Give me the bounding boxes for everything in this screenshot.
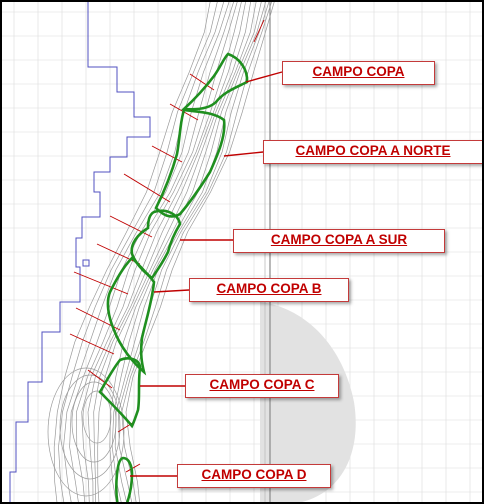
callout-leader: [245, 71, 283, 83]
field-boundary-copa-c: [98, 357, 142, 429]
contour-line: [125, 2, 275, 502]
label-campo-copa-b: CAMPO COPA B: [189, 278, 349, 302]
contour-loop: [59, 374, 121, 480]
section-tick: [253, 19, 265, 43]
contour-line: [81, 2, 238, 502]
contour-loop: [47, 367, 125, 497]
field-boundary-copa: [180, 52, 249, 111]
callout-leader: [153, 289, 190, 293]
section-tick: [87, 369, 113, 389]
field-boundary-copa-a-norte: [154, 108, 226, 218]
section-tick: [73, 271, 129, 295]
label-campo-copa: CAMPO COPA: [282, 61, 435, 85]
contour-line: [114, 2, 266, 502]
field-boundary-copa-b: [106, 256, 156, 376]
survey-boundary-line: [9, 2, 151, 502]
section-tick: [69, 333, 115, 355]
section-tick: [189, 73, 215, 91]
field-boundary-copa-d: [115, 456, 134, 502]
section-tick: [125, 463, 141, 473]
section-tick: [151, 145, 183, 163]
label-campo-copa-a-sur: CAMPO COPA A SUR: [233, 229, 445, 253]
watermark-shape: [260, 302, 356, 502]
contour-loop: [71, 381, 117, 463]
contour-loop: [82, 390, 112, 444]
field-boundaries: [98, 52, 249, 502]
contour-lines: [47, 2, 275, 502]
callout-lines: [130, 71, 283, 477]
contour-line: [53, 2, 211, 502]
section-tick: [123, 173, 171, 203]
label-campo-copa-a-norte: CAMPO COPA A NORTE: [263, 140, 482, 164]
contour-line: [97, 2, 252, 502]
contour-line: [93, 2, 246, 502]
contour-line: [121, 2, 272, 502]
contour-line: [109, 2, 257, 502]
survey-marker: [82, 259, 90, 267]
label-campo-copa-d: CAMPO COPA D: [177, 464, 331, 488]
callout-leader: [223, 151, 264, 157]
contour-line: [58, 2, 218, 502]
contour-line: [63, 2, 225, 502]
section-tick-lines: [69, 19, 265, 473]
section-tick: [109, 215, 153, 238]
contour-line: [87, 2, 242, 502]
label-campo-copa-c: CAMPO COPA C: [185, 374, 339, 398]
contour-line: [111, 2, 262, 502]
